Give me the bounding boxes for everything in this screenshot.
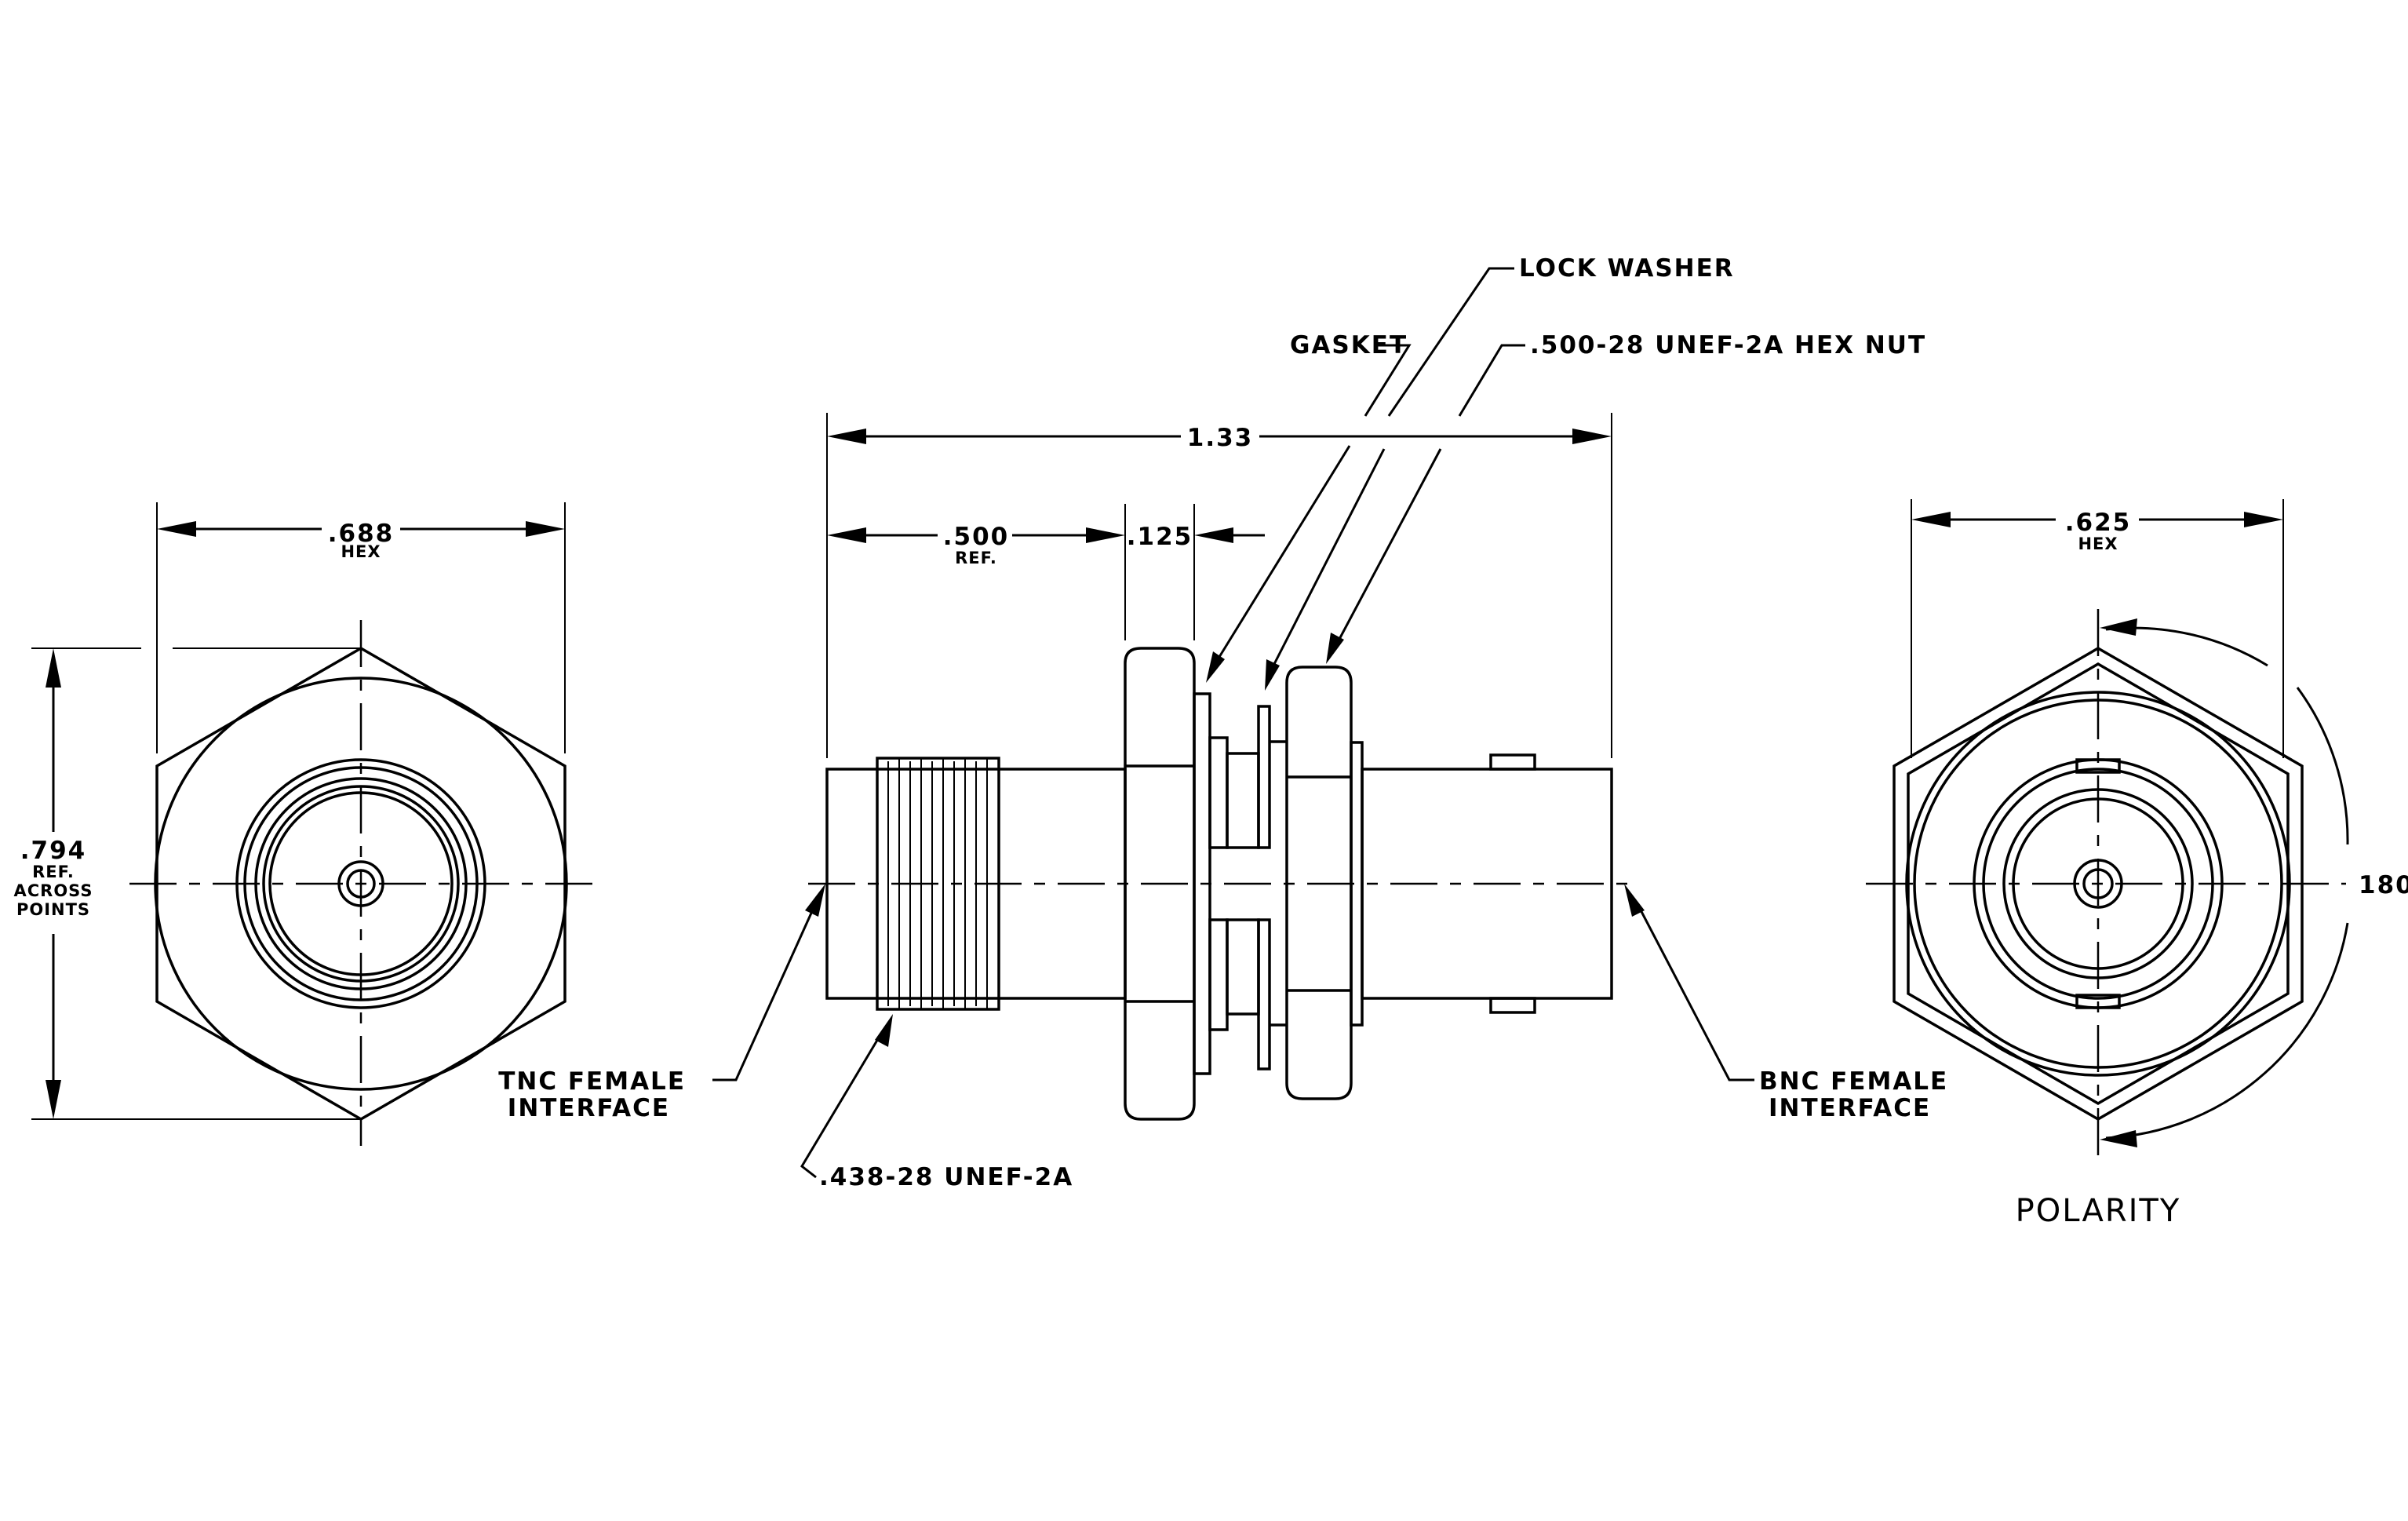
hex-nut-leader: .500-28 UNEF-2A HEX NUT	[1326, 331, 1926, 664]
bnc-label-line2: INTERFACE	[1769, 1094, 1931, 1122]
polarity-label: POLARITY	[2016, 1193, 2181, 1229]
lock-washer-upper	[1257, 705, 1271, 849]
lock-washer-lower	[1257, 918, 1271, 1071]
left-length-dimension: .500 REF.	[827, 504, 1195, 640]
across-points-note-1: REF.	[32, 863, 75, 881]
tnc-label-line1: TNC FEMALE	[498, 1067, 686, 1096]
angle-value: 180°	[2359, 871, 2408, 899]
across-points-note-3: POINTS	[16, 900, 90, 919]
left-length-note: REF.	[955, 549, 997, 567]
tnc-label-line2: INTERFACE	[508, 1094, 670, 1122]
gasket-label: GASKET	[1290, 331, 1408, 359]
left-hex-note: HEX	[341, 542, 381, 561]
lock-washer-leader: LOCK WASHER	[1265, 254, 1735, 691]
right-end-view	[1866, 609, 2346, 1158]
bnc-body	[1361, 768, 1613, 1000]
shank-lower	[1208, 918, 1229, 1031]
bnc-stud-top	[1489, 753, 1536, 771]
shank-step-upper	[1226, 752, 1260, 849]
left-length-value: .500	[943, 523, 1010, 551]
bnc-interface-leader: BNC FEMALE INTERFACE	[1624, 884, 1948, 1122]
hex-nut-label: .500-28 UNEF-2A HEX NUT	[1530, 331, 1926, 359]
left-hex-dimension: .688 HEX	[156, 502, 566, 753]
across-points-value: .794	[20, 837, 87, 865]
hex-nut	[1285, 666, 1353, 1100]
bnc-label-line1: BNC FEMALE	[1759, 1067, 1948, 1096]
overall-length-value: 1.33	[1187, 424, 1254, 452]
flange-hex	[1124, 647, 1196, 1121]
lock-washer-label: LOCK WASHER	[1519, 254, 1735, 283]
thread-leader: .438-28 UNEF-2A	[800, 1014, 1073, 1191]
right-hex-inner	[1907, 662, 2290, 1106]
right-hex-note: HEX	[2078, 534, 2118, 553]
right-hex-value: .625	[2065, 509, 2132, 537]
overall-length-dimension: 1.33	[826, 413, 1612, 758]
side-view	[808, 647, 1640, 1121]
across-points-note-2: ACROSS	[14, 881, 93, 900]
across-points-dimension: .794 REF. ACROSS POINTS	[14, 647, 361, 1120]
right-hex-dimension: .625 HEX	[1911, 499, 2284, 758]
thread-label: .438-28 UNEF-2A	[819, 1163, 1073, 1191]
left-end-view	[129, 620, 596, 1146]
bnc-stud-bottom	[1489, 997, 1536, 1014]
shank-upper	[1208, 736, 1229, 849]
angle-dimension: 180°	[2100, 618, 2408, 1147]
flange-width-value: .125	[1127, 523, 1193, 551]
gasket-leader: GASKET	[1206, 331, 1412, 683]
shank-step-lower	[1226, 918, 1260, 1016]
flange-width-dimension: .125	[1127, 523, 1265, 551]
left-hex-value: .688	[328, 520, 395, 548]
tnc-interface-leader: TNC FEMALE INTERFACE	[498, 884, 825, 1122]
